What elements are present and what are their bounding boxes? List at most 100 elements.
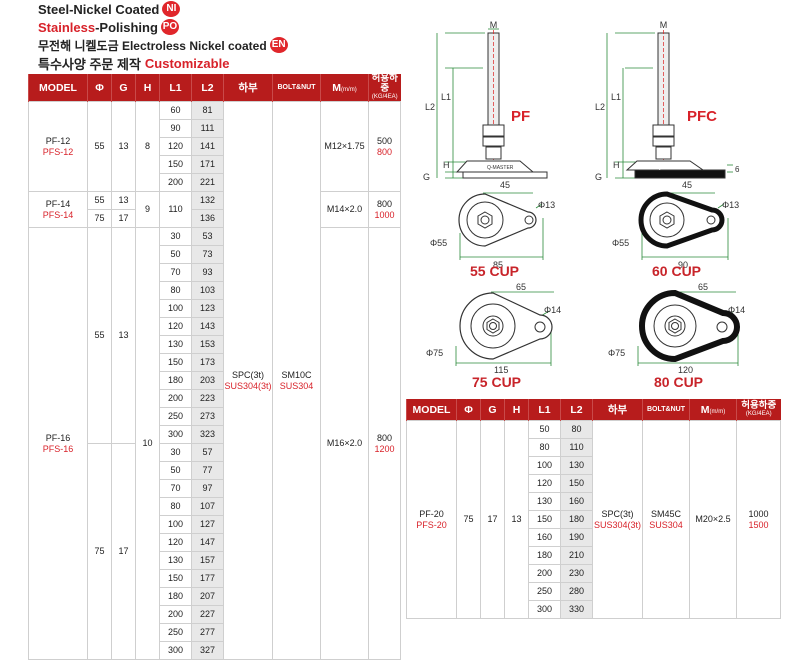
- spec-table-1: MODEL Φ G H L1 L2 하부 BOLT&NUT M(m/m) 허용하…: [28, 74, 401, 660]
- table-cell: 90: [159, 119, 192, 138]
- dim-l2: L2: [425, 102, 435, 112]
- table-cell: 50: [528, 420, 561, 439]
- table-cell: 190: [560, 528, 593, 547]
- table-cell: 17: [480, 420, 505, 619]
- col-m: M(m/m): [689, 399, 737, 421]
- col-l2: L2: [191, 74, 224, 102]
- base-cell: SPC(3t)SUS304(3t): [223, 101, 273, 660]
- table-cell: 123: [191, 299, 224, 318]
- table-cell: 80: [159, 497, 192, 516]
- table-cell: 30: [159, 443, 192, 462]
- cup75-drawing: 65 Φ14 Φ75 115: [426, 282, 561, 375]
- dim-l1: L1: [441, 92, 451, 102]
- table-cell: 130: [159, 551, 192, 570]
- dim-m: M: [490, 20, 498, 30]
- svg-text:65: 65: [698, 282, 708, 292]
- table-cell: 277: [191, 623, 224, 642]
- brand-label: Q-MASTER: [487, 165, 514, 171]
- table-cell: 81: [191, 101, 224, 120]
- svg-text:85: 85: [493, 260, 503, 270]
- table-cell: 130: [560, 456, 593, 475]
- table-cell: M16×2.0: [320, 227, 369, 660]
- svg-text:Φ14: Φ14: [728, 305, 745, 315]
- table-cell: 180: [528, 546, 561, 565]
- table-cell: 75: [87, 209, 112, 228]
- col-bolt: BOLT&NUT: [642, 399, 690, 421]
- table-cell: 300: [159, 425, 192, 444]
- table-cell: 203: [191, 371, 224, 390]
- table-cell: 80: [159, 281, 192, 300]
- pfc-label: PFC: [687, 108, 717, 125]
- table-cell: 13: [111, 101, 136, 192]
- table-cell: 55: [87, 227, 112, 444]
- spec-table-2: MODEL Φ G H L1 L2 하부 BOLT&NUT M(m/m) 허용하…: [406, 399, 781, 619]
- pfc-drawing: M L2 L1 H G 6 Q-MASTER PFC: [595, 20, 740, 182]
- base-cell: SPC(3t)SUS304(3t): [592, 420, 643, 619]
- col-phi: Φ: [456, 399, 481, 421]
- col-h: H: [504, 399, 529, 421]
- table-cell: 50: [159, 245, 192, 264]
- table-cell: 80: [560, 420, 593, 439]
- table-cell: 300: [159, 641, 192, 660]
- table-cell: 300: [528, 600, 561, 619]
- table-cell: 150: [159, 569, 192, 588]
- table-cell: 53: [191, 227, 224, 246]
- table-cell: 55: [87, 101, 112, 192]
- table-cell: 110: [159, 191, 192, 228]
- dim-g: G: [595, 172, 602, 182]
- dim-m: M: [660, 20, 668, 30]
- table-cell: 221: [191, 173, 224, 192]
- cup80-label: 80 CUP: [654, 374, 704, 390]
- badge-ni: NI: [162, 1, 181, 17]
- table-cell: 100: [159, 515, 192, 534]
- col-phi: Φ: [87, 74, 112, 102]
- table-header: MODEL Φ G H L1 L2 하부 BOLT&NUT M(m/m) 허용하…: [28, 74, 401, 102]
- table-cell: 323: [191, 425, 224, 444]
- table-cell: 327: [191, 641, 224, 660]
- badge-po: PO: [160, 19, 179, 35]
- table-cell: 150: [159, 353, 192, 372]
- table-cell: 130: [528, 492, 561, 511]
- table-cell: 171: [191, 155, 224, 174]
- table-cell: 120: [159, 317, 192, 336]
- table-cell: 80: [528, 438, 561, 457]
- table-cell: 130: [159, 335, 192, 354]
- dim-g: G: [423, 172, 430, 182]
- table-cell: 13: [111, 227, 136, 444]
- brand-label: Q-MASTER: [657, 165, 684, 171]
- col-m: M(m/m): [320, 74, 369, 102]
- table-cell: 17: [111, 443, 136, 660]
- table-cell: 157: [191, 551, 224, 570]
- col-base: 하부: [223, 74, 273, 102]
- dim-l1: L1: [611, 92, 621, 102]
- cup60-drawing: 45 Φ13 Φ55 90: [612, 180, 739, 270]
- table-cell: 9: [135, 191, 160, 228]
- table-cell: 150: [560, 474, 593, 493]
- table-cell: 75: [87, 443, 112, 660]
- table-cell: 330: [560, 600, 593, 619]
- dim-h: H: [613, 160, 620, 170]
- table-cell: 120: [159, 533, 192, 552]
- table-cell: 97: [191, 479, 224, 498]
